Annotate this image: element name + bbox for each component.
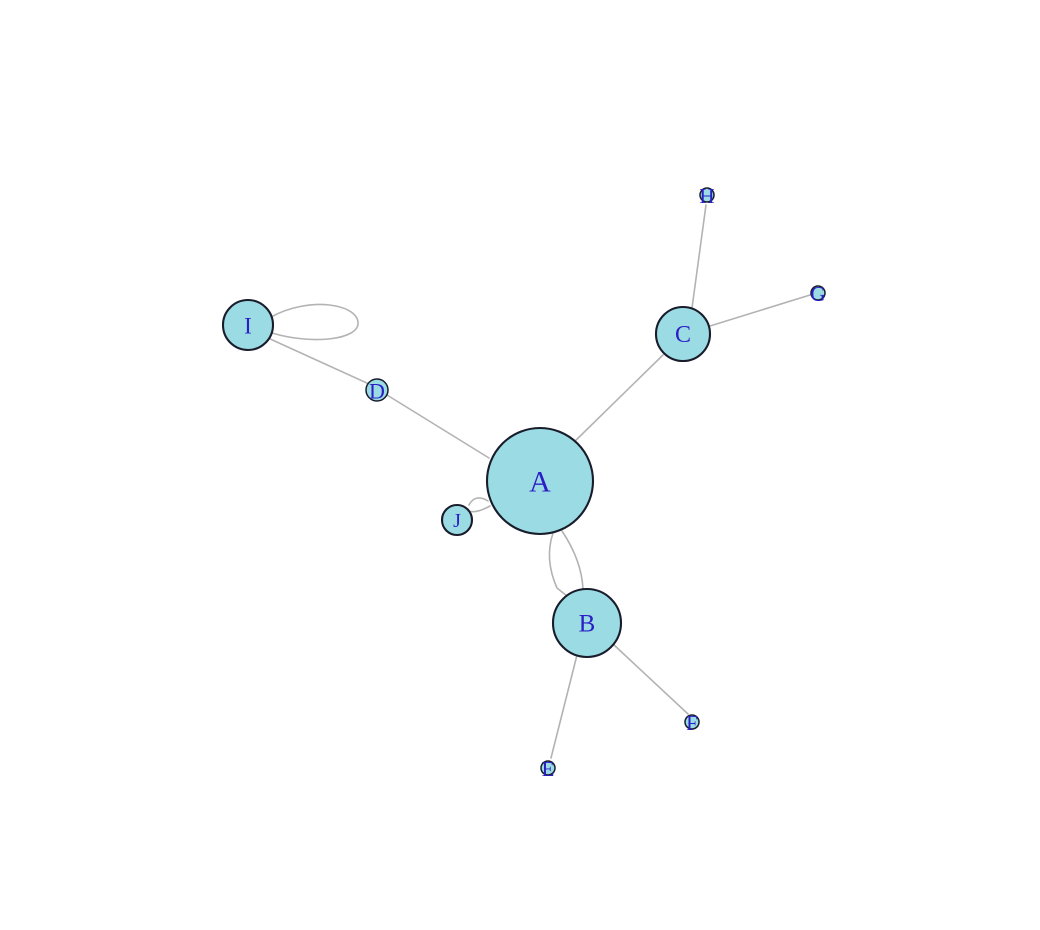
graph-node-c[interactable]: C bbox=[654, 305, 712, 363]
node-label-f: F bbox=[686, 711, 698, 735]
node-circle-d[interactable] bbox=[365, 378, 389, 402]
edge-I-D bbox=[267, 337, 370, 385]
node-circle-j[interactable] bbox=[440, 503, 474, 537]
graph-node-b[interactable]: B bbox=[551, 587, 623, 659]
graph-node-a[interactable]: A bbox=[485, 426, 595, 536]
node-label-a: A bbox=[529, 466, 551, 499]
node-label-j: J bbox=[453, 510, 461, 532]
edge-A-D bbox=[386, 394, 490, 459]
edge-A-J-upper bbox=[468, 497, 489, 506]
node-circle-e[interactable] bbox=[540, 760, 556, 776]
edge-A-C bbox=[569, 354, 664, 447]
edge-B-E bbox=[550, 654, 578, 759]
node-circle-h[interactable] bbox=[699, 187, 715, 203]
node-label-c: C bbox=[675, 322, 691, 348]
node-circle-a[interactable] bbox=[485, 426, 595, 536]
node-circle-i[interactable] bbox=[221, 298, 275, 352]
graph-node-e[interactable]: E bbox=[540, 757, 556, 781]
node-label-i: I bbox=[244, 314, 252, 339]
graph-node-g[interactable]: G bbox=[810, 282, 826, 306]
edges-layer bbox=[267, 204, 811, 759]
edge-B-F bbox=[613, 644, 689, 715]
nodes-layer: A B C I J D E F G H bbox=[221, 184, 826, 781]
node-circle-g[interactable] bbox=[810, 285, 826, 301]
node-circle-c[interactable] bbox=[654, 305, 712, 363]
graph-node-i[interactable]: I bbox=[221, 298, 275, 352]
node-circle-b[interactable] bbox=[551, 587, 623, 659]
node-label-e: E bbox=[542, 757, 555, 781]
node-label-d: D bbox=[369, 379, 385, 404]
graph-node-f[interactable]: F bbox=[684, 711, 700, 735]
node-circle-f[interactable] bbox=[684, 714, 700, 730]
edge-I-self-loop bbox=[270, 303, 359, 341]
graph-node-h[interactable]: H bbox=[699, 184, 715, 208]
edge-C-G bbox=[709, 294, 811, 327]
graph-node-j[interactable]: J bbox=[440, 503, 474, 537]
node-label-h: H bbox=[699, 184, 714, 208]
node-label-b: B bbox=[579, 611, 596, 638]
edge-C-H bbox=[691, 204, 707, 309]
edge-A-B-lower bbox=[561, 530, 584, 590]
edge-A-B-upper bbox=[548, 532, 573, 601]
graph-node-d[interactable]: D bbox=[365, 378, 389, 404]
node-label-g: G bbox=[810, 282, 825, 306]
